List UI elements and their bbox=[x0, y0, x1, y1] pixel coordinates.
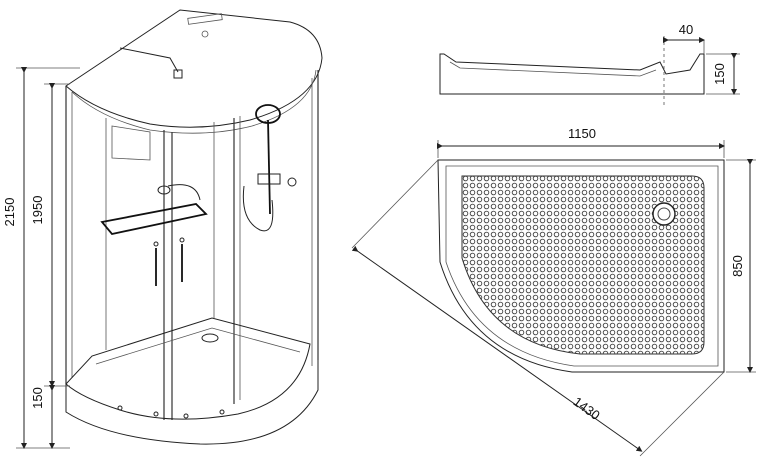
profile-inner bbox=[449, 61, 657, 77]
towel-rail bbox=[167, 184, 201, 201]
shower-cabin-view bbox=[65, 9, 323, 445]
dim-line-1430 bbox=[351, 245, 643, 452]
handle-knob-right bbox=[179, 237, 185, 243]
roof-rim bbox=[71, 69, 317, 134]
label-profile-step: 40 bbox=[679, 22, 693, 37]
shower-hose bbox=[242, 185, 274, 232]
roof-vent bbox=[187, 13, 223, 25]
label-total-height: 2150 bbox=[2, 198, 17, 227]
drain-icon bbox=[201, 333, 219, 343]
tray-anti-slip-pattern bbox=[461, 175, 705, 355]
tray-profile bbox=[439, 53, 705, 95]
roller-icon bbox=[183, 413, 189, 419]
cabin-roof bbox=[65, 9, 323, 128]
label-tray-width: 850 bbox=[730, 255, 745, 277]
pipe-fitting bbox=[173, 69, 183, 79]
roller-icon bbox=[117, 405, 123, 411]
cabin-tray-top bbox=[65, 317, 311, 420]
label-tray-height: 150 bbox=[30, 387, 45, 409]
dim-ext-diag-top bbox=[351, 159, 439, 249]
glass-shelf bbox=[100, 203, 208, 235]
label-profile-height: 150 bbox=[712, 63, 727, 85]
label-diagonal: 1430 bbox=[571, 394, 603, 423]
mixer-tap bbox=[257, 173, 281, 185]
shower-head-icon bbox=[255, 104, 281, 124]
tray-inner-rim bbox=[95, 327, 301, 365]
tap-knob bbox=[287, 177, 297, 187]
roof-light bbox=[201, 30, 209, 38]
cabin-dimensions: 2150 1950 150 bbox=[2, 67, 80, 449]
mirror bbox=[111, 125, 151, 161]
label-cabin-height: 1950 bbox=[30, 196, 45, 225]
shower-rail bbox=[267, 119, 271, 215]
roller-icon bbox=[153, 411, 159, 417]
roller-icon bbox=[219, 409, 225, 415]
tray-profile-view: 40 150 bbox=[439, 22, 740, 108]
tray-plan-view: 1150 850 1430 bbox=[351, 126, 756, 457]
overhead-pipe bbox=[119, 47, 179, 73]
cabin-base-apron bbox=[65, 360, 319, 445]
soap-dish bbox=[157, 185, 171, 195]
dim-ext-diag-bottom bbox=[639, 371, 725, 457]
label-tray-length: 1150 bbox=[568, 126, 596, 141]
drain-inner-icon bbox=[657, 207, 671, 221]
handle-knob-left bbox=[153, 241, 159, 247]
